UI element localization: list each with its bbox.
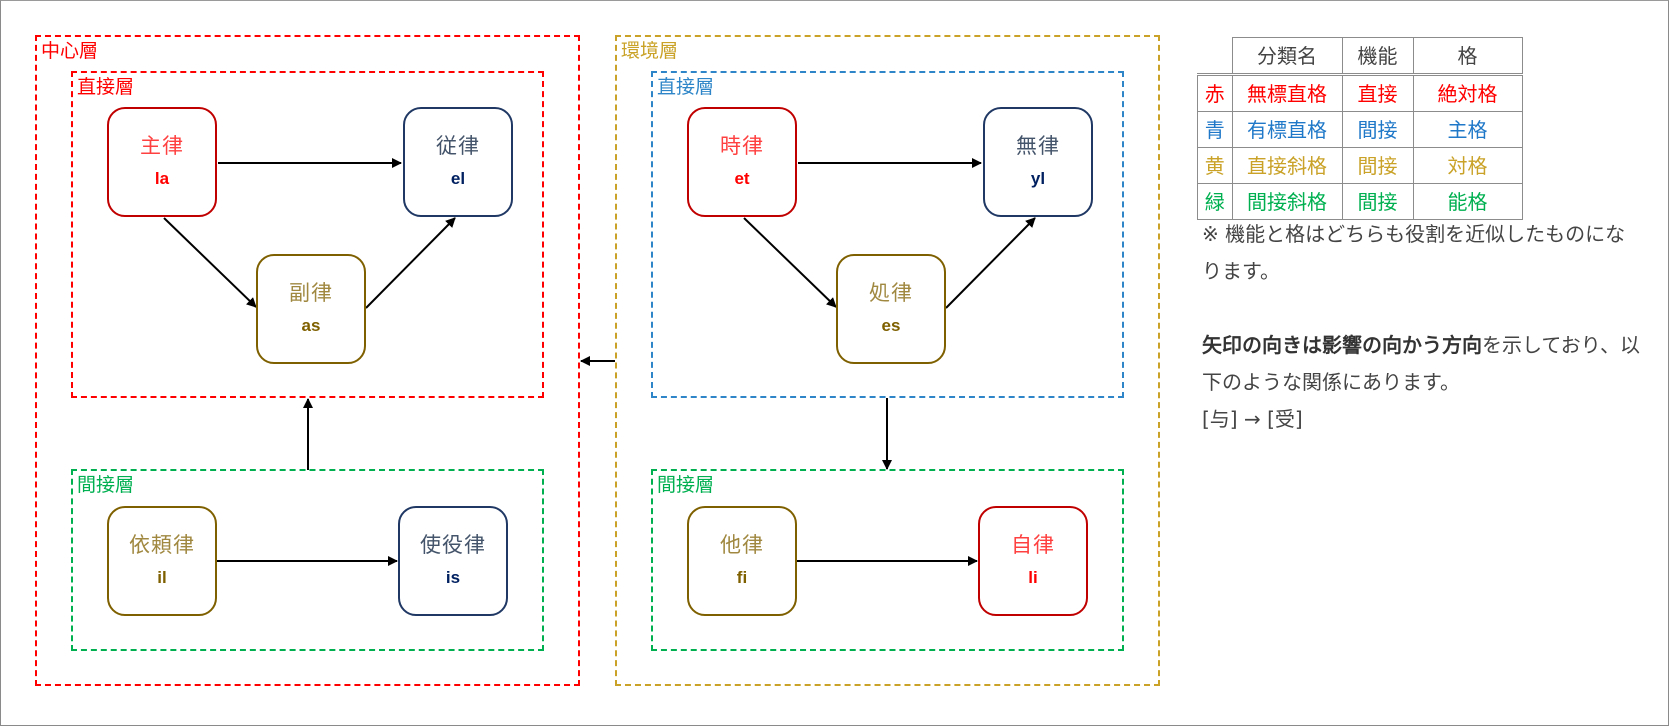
env-indirect-layer-label: 間接層 (657, 474, 715, 496)
legend-case: 対格 (1412, 147, 1523, 184)
node-el: 従律 el (403, 107, 513, 217)
node-il: 依頼律 il (107, 506, 217, 616)
node-il-code: il (157, 568, 167, 587)
notes-spacer (1202, 290, 1642, 327)
legend-case: 絶対格 (1412, 74, 1523, 112)
node-as-code: as (301, 316, 321, 335)
env-indirect-layer: 間接層 (651, 469, 1124, 651)
legend-key: 黄 (1197, 147, 1233, 184)
node-et-code: et (734, 169, 750, 188)
node-fi-code: fi (736, 568, 748, 587)
node-as-name: 副律 (289, 281, 333, 305)
node-as: 副律 as (256, 254, 366, 364)
note-relation: [与] → [受] (1202, 407, 1303, 431)
legend-key: 赤 (1197, 74, 1233, 112)
node-la-code: la (154, 169, 170, 188)
legend-row: 黄 直接斜格 間接 対格 (1197, 147, 1523, 184)
legend-case: 能格 (1412, 183, 1523, 220)
environment-layer: 環境層 (615, 35, 1160, 686)
legend-name: 直接斜格 (1231, 147, 1343, 184)
node-is-name: 使役律 (420, 533, 486, 557)
legend-header-blank (1197, 37, 1233, 76)
node-et-name: 時律 (720, 134, 764, 158)
node-fi: 他律 fi (687, 506, 797, 616)
env-direct-layer-label: 直接層 (657, 76, 715, 98)
env-direct-layer: 直接層 (651, 71, 1124, 398)
legend-name: 無標直格 (1231, 74, 1343, 112)
legend-name: 有標直格 (1231, 111, 1343, 148)
legend-row: 青 有標直格 間接 主格 (1197, 111, 1523, 148)
node-li: 自律 li (978, 506, 1088, 616)
legend-function: 直接 (1341, 74, 1414, 112)
note-arrow-bold: 矢印の向きは影響の向かう方向 (1202, 333, 1482, 357)
legend-row: 赤 無標直格 直接 絶対格 (1197, 74, 1523, 112)
legend-header-row: 分類名 機能 格 (1197, 37, 1523, 76)
node-li-name: 自律 (1011, 533, 1055, 557)
note-approximation: ※ 機能と格はどちらも役割を近似したものになります。 (1202, 222, 1626, 283)
node-es-code: es (881, 316, 901, 335)
node-es: 処律 es (836, 254, 946, 364)
node-el-name: 従律 (436, 134, 480, 158)
core-indirect-layer: 間接層 (71, 469, 544, 651)
node-la: 主律 la (107, 107, 217, 217)
core-direct-layer: 直接層 (71, 71, 544, 398)
node-yl-code: yl (1030, 169, 1046, 188)
legend-table: 分類名 機能 格 赤 無標直格 直接 絶対格 青 有標直格 間接 主格 黄 直接… (1197, 37, 1523, 220)
node-es-name: 処律 (869, 281, 913, 305)
node-fi-name: 他律 (720, 533, 764, 557)
legend-key: 緑 (1197, 183, 1233, 220)
node-et: 時律 et (687, 107, 797, 217)
environment-layer-label: 環境層 (621, 40, 679, 62)
node-is: 使役律 is (398, 506, 508, 616)
notes: ※ 機能と格はどちらも役割を近似したものになります。 矢印の向きは影響の向かう方… (1202, 216, 1642, 438)
node-yl: 無律 yl (983, 107, 1093, 217)
note-arrow-rest: を示しており、以下のような関係にあります。 (1202, 333, 1640, 394)
legend-function: 間接 (1341, 111, 1414, 148)
legend-header-name: 分類名 (1231, 37, 1343, 76)
note-arrow-meaning: 矢印の向きは影響の向かう方向を示しており、以下のような関係にあります。 (1202, 327, 1642, 401)
legend-key: 青 (1197, 111, 1233, 148)
core-layer-label: 中心層 (41, 40, 99, 62)
legend-function: 間接 (1341, 183, 1414, 220)
core-direct-layer-label: 直接層 (77, 76, 135, 98)
core-layer: 中心層 (35, 35, 580, 686)
legend-header-case: 格 (1412, 37, 1523, 76)
legend-row: 緑 間接斜格 間接 能格 (1197, 183, 1523, 220)
node-yl-name: 無律 (1016, 134, 1060, 158)
legend-header-function: 機能 (1341, 37, 1414, 76)
node-is-code: is (445, 568, 461, 587)
core-indirect-layer-label: 間接層 (77, 474, 135, 496)
node-li-code: li (1028, 568, 1038, 587)
node-la-name: 主律 (140, 134, 184, 158)
legend-case: 主格 (1412, 111, 1523, 148)
legend-name: 間接斜格 (1231, 183, 1343, 220)
node-il-name: 依頼律 (129, 533, 195, 557)
node-el-code: el (450, 169, 466, 188)
legend-function: 間接 (1341, 147, 1414, 184)
